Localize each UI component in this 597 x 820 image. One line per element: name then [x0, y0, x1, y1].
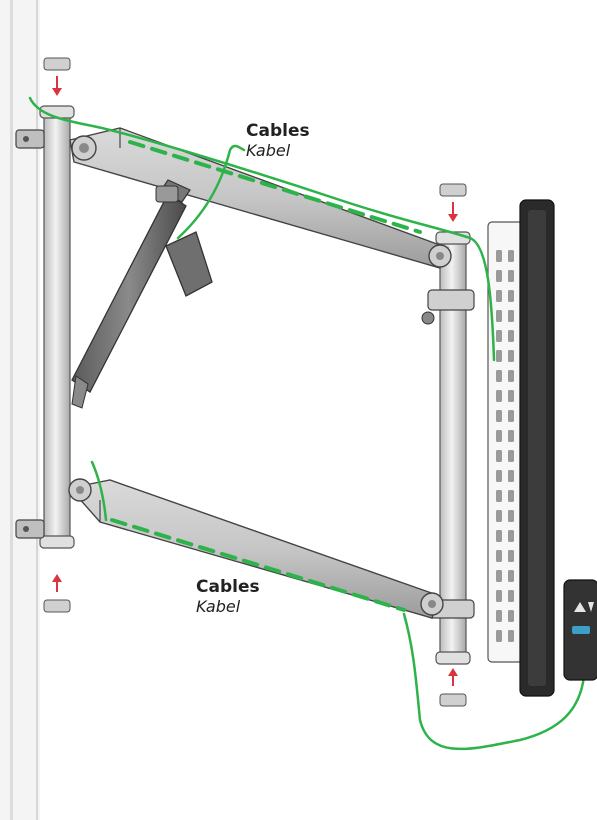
vent-slot	[496, 370, 502, 382]
down-triangle-icon	[588, 602, 594, 612]
upper-cables-label-en: Cables	[246, 121, 310, 141]
arrow-up-icon	[448, 668, 458, 686]
vent-slot	[508, 490, 514, 502]
vent-slot	[508, 610, 514, 622]
arrow-down-icon	[448, 202, 458, 222]
vent-slot	[496, 530, 502, 542]
vent-slot	[496, 270, 502, 282]
vent-slot	[496, 510, 502, 522]
vent-slot	[496, 630, 502, 642]
vent-slot	[496, 450, 502, 462]
end-caps	[43, 57, 467, 707]
vent-slot	[496, 610, 502, 622]
remote-control	[563, 579, 597, 681]
cable-actuator	[176, 144, 246, 240]
vent-slot	[508, 570, 514, 582]
vent-slot	[508, 390, 514, 402]
vent-slot	[508, 630, 514, 642]
vent-slot	[508, 370, 514, 382]
cable-to-remote	[402, 612, 586, 751]
vent-slot	[508, 510, 514, 522]
lower-cables-label: Cables Kabel	[196, 577, 260, 616]
vent-slot	[496, 350, 502, 362]
lower-arm	[68, 478, 444, 619]
wall-post	[39, 105, 75, 549]
wall-bracket-bottom	[15, 519, 45, 539]
vent-slot	[496, 330, 502, 342]
vent-slot	[496, 490, 502, 502]
vent-slot	[508, 350, 514, 362]
insertion-arrows	[52, 76, 458, 686]
upper-cables-label-de: Kabel	[246, 140, 291, 160]
vent-slot	[496, 430, 502, 442]
vent-slot	[496, 250, 502, 262]
upper-cables-label: Cables Kabel	[246, 121, 310, 160]
vent-slot	[496, 550, 502, 562]
vent-slot	[508, 290, 514, 302]
cable-lower-dashed	[110, 518, 406, 612]
cable-lower-left	[90, 460, 108, 522]
vent-slot	[496, 470, 502, 482]
vent-slot	[508, 410, 514, 422]
screen-vents	[496, 250, 514, 642]
vent-slot	[508, 470, 514, 482]
cables	[28, 96, 586, 751]
vent-slot	[508, 430, 514, 442]
vent-slot	[496, 390, 502, 402]
vent-slot	[508, 530, 514, 542]
vent-slot	[508, 330, 514, 342]
arrow-up-icon	[52, 574, 62, 592]
cable-upper-dashed	[128, 140, 422, 234]
vent-slot	[508, 270, 514, 282]
vent-slot	[508, 250, 514, 262]
linear-actuator	[71, 179, 213, 409]
vent-slot	[496, 590, 502, 602]
vent-slot	[496, 310, 502, 322]
vent-slot	[508, 450, 514, 462]
upper-arm	[69, 127, 452, 269]
wall-bracket-top	[15, 129, 45, 149]
vent-slot	[508, 590, 514, 602]
arrow-down-icon	[52, 76, 62, 96]
screen-post	[421, 231, 475, 665]
vent-slot	[496, 570, 502, 582]
wall	[0, 0, 40, 820]
vent-slot	[508, 550, 514, 562]
up-triangle-icon	[574, 602, 586, 612]
lower-cables-label-de: Kabel	[196, 596, 241, 616]
vent-slot	[508, 310, 514, 322]
cable-main	[28, 96, 496, 362]
vent-slot	[496, 410, 502, 422]
lower-cables-label-en: Cables	[196, 577, 260, 597]
vent-slot	[496, 290, 502, 302]
